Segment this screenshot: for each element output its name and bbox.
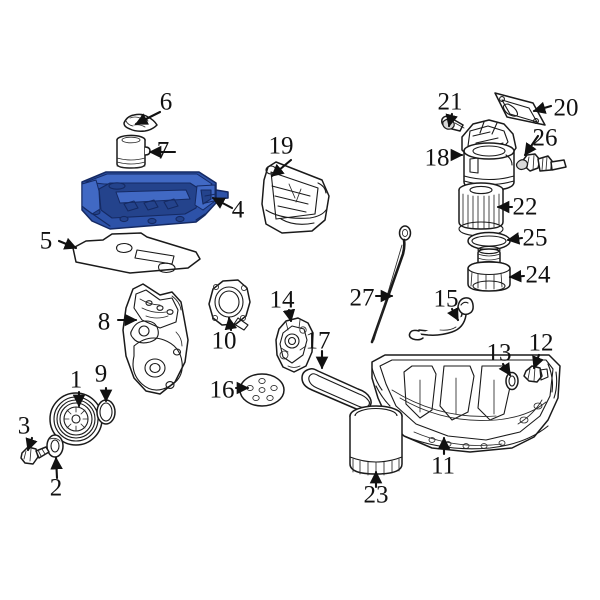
part-drain-plug-gasket [505,371,519,391]
callout-number-2[interactable]: 2 [50,475,63,502]
part-pulley-washer [46,434,64,458]
callout-number-21[interactable]: 21 [438,89,463,116]
part-valve-cover-highlighted [81,171,229,230]
callout-number-25[interactable]: 25 [523,225,548,252]
part-timing-cover [122,283,189,395]
callout-number-17[interactable]: 17 [306,328,331,355]
callout-number-26[interactable]: 26 [533,125,558,152]
part-oil-pump-chain [301,368,372,411]
part-valve-cover-gasket [72,232,201,274]
callout-number-13[interactable]: 13 [487,340,512,367]
callout-number-19[interactable]: 19 [269,133,294,160]
callout-number-8[interactable]: 8 [98,309,111,336]
callout-number-15[interactable]: 15 [434,286,459,313]
part-oil-pump [275,317,314,373]
part-oil-pump-cover-plate [239,373,285,407]
callout-number-16[interactable]: 16 [210,377,235,404]
callout-number-1[interactable]: 1 [70,367,83,394]
callout-number-23[interactable]: 23 [364,482,389,509]
callout-number-4[interactable]: 4 [232,197,245,224]
callout-number-9[interactable]: 9 [95,361,108,388]
part-front-crank-seal [96,399,116,425]
callout-number-14[interactable]: 14 [270,287,296,314]
callout-number-7[interactable]: 7 [157,138,170,165]
part-crankshaft-pulley [49,392,103,446]
callout-number-5[interactable]: 5 [40,228,53,255]
part-oil-filler-neck [116,134,151,169]
part-housing-bolt [441,115,465,132]
part-oil-filter-housing [461,119,517,191]
part-pulley-bolt [20,446,50,465]
callout-number-27[interactable]: 27 [350,285,375,312]
part-housing-gasket [494,92,546,126]
callout-number-6[interactable]: 6 [160,89,173,116]
callout-number-18[interactable]: 18 [425,145,450,172]
part-filter-cap [467,245,511,292]
callout-number-12[interactable]: 12 [529,330,554,357]
part-oil-filter-element [458,182,504,237]
part-oil-pressure-sensor [515,153,567,172]
callout-number-20[interactable]: 20 [554,95,579,122]
part-oil-filter [349,405,403,476]
callout-number-11[interactable]: 11 [431,453,455,480]
callout-number-24[interactable]: 24 [526,262,552,289]
callout-number-22[interactable]: 22 [513,194,538,221]
callout-number-3[interactable]: 3 [18,413,31,440]
part-oil-baffle [261,161,330,234]
part-oil-level-dipstick [370,225,412,344]
callout-number-10[interactable]: 10 [212,328,237,355]
callout-leader-lines [25,101,553,489]
